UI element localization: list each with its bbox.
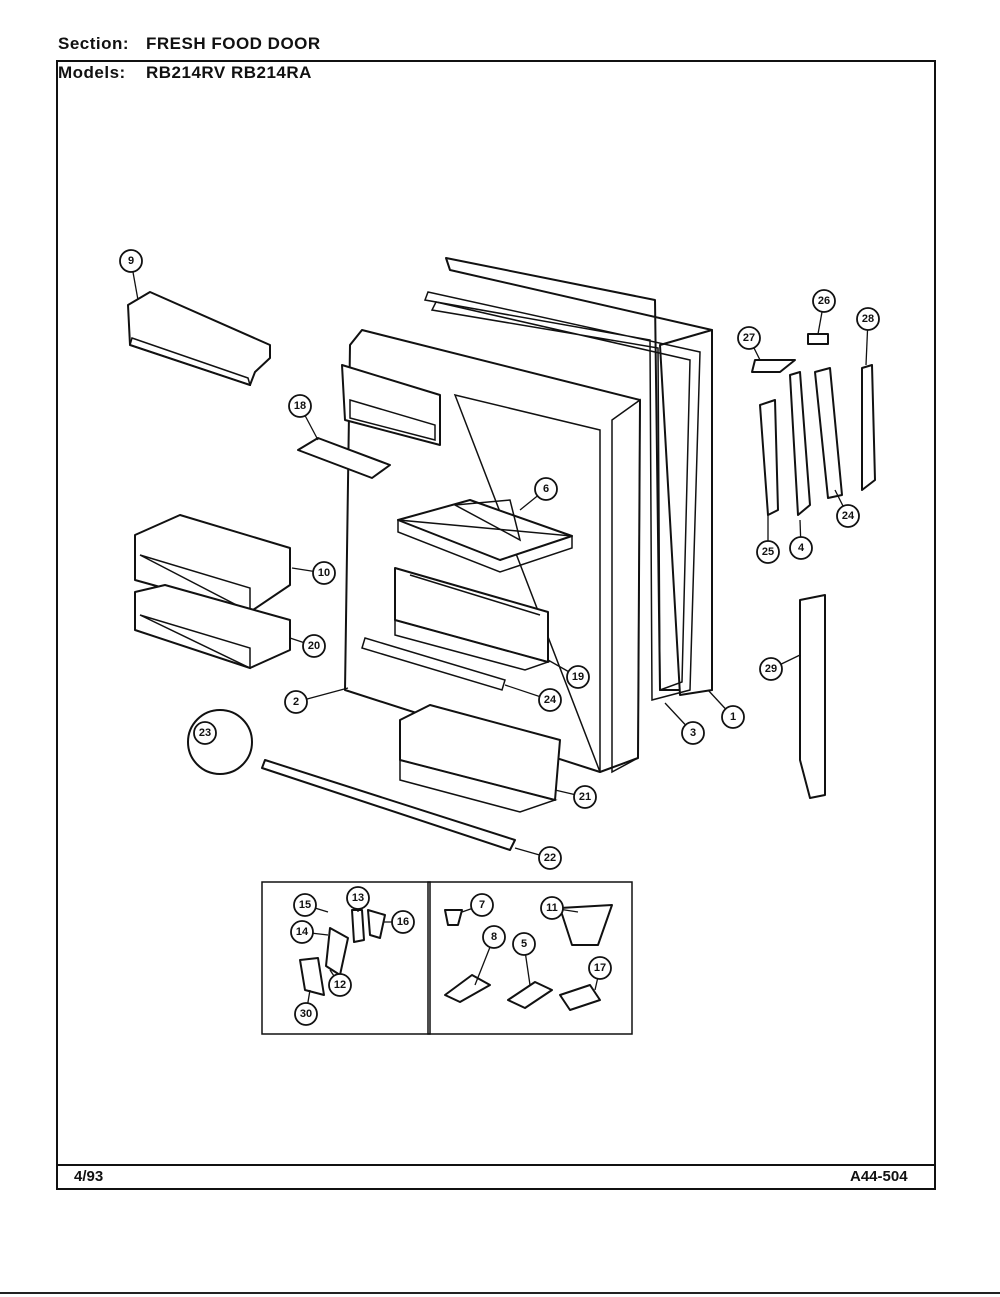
models-value: RB214RV RB214RA xyxy=(146,63,312,82)
callout-number: 19 xyxy=(572,671,584,683)
callout-number: 13 xyxy=(352,892,364,904)
callout-number: 4 xyxy=(798,542,805,554)
dairy-compartment-door xyxy=(127,291,271,387)
callout-number: 24 xyxy=(544,694,557,706)
callout-21: 21 xyxy=(573,785,597,809)
callout-11: 11 xyxy=(540,896,564,920)
callout-number: 3 xyxy=(690,727,696,739)
callout-number: 2 xyxy=(293,696,299,708)
callout-number: 9 xyxy=(128,255,134,267)
callout-number: 26 xyxy=(818,295,830,307)
callout-30: 30 xyxy=(294,1002,318,1026)
callout-number: 7 xyxy=(479,899,485,911)
callout-18: 18 xyxy=(288,394,312,418)
callout-24: 24 xyxy=(538,688,562,712)
callout-number: 22 xyxy=(544,852,556,864)
callout-number: 8 xyxy=(491,931,497,943)
egg-tray xyxy=(397,499,573,573)
door-gasket xyxy=(423,291,701,701)
section-value: FRESH FOOD DOOR xyxy=(146,34,321,53)
door-stop-parts xyxy=(751,333,876,516)
diagram-frame xyxy=(56,60,936,1190)
callout-number: 14 xyxy=(296,926,309,938)
callout-16: 16 xyxy=(391,910,415,934)
callout-number: 23 xyxy=(199,727,211,739)
callout-number: 24 xyxy=(842,510,855,522)
callout-number: 28 xyxy=(862,313,874,325)
callout-10: 10 xyxy=(312,561,336,585)
inset-parts xyxy=(299,904,613,1011)
door-handle xyxy=(799,594,826,799)
callout-number: 15 xyxy=(299,899,311,911)
callout-6: 6 xyxy=(534,477,558,501)
callout-5: 5 xyxy=(512,932,536,956)
footer-diagram-code: A44-504 xyxy=(850,1168,908,1185)
callout-number: 29 xyxy=(765,663,777,675)
callout-26: 26 xyxy=(812,289,836,313)
callout-19: 19 xyxy=(566,665,590,689)
liner-top-shelf xyxy=(341,364,441,446)
callout-25: 25 xyxy=(756,540,780,564)
callout-24: 24 xyxy=(836,504,860,528)
callout-29: 29 xyxy=(759,657,783,681)
callout-14: 14 xyxy=(290,920,314,944)
door-bottom-trim xyxy=(261,759,516,851)
callout-number: 6 xyxy=(543,483,549,495)
callout-number: 5 xyxy=(521,938,527,950)
callout-23: 23 xyxy=(193,721,217,745)
callout-17: 17 xyxy=(588,956,612,980)
callout-7: 7 xyxy=(470,893,494,917)
callout-number: 25 xyxy=(762,546,774,558)
callout-3: 3 xyxy=(681,721,705,745)
callout-number: 18 xyxy=(294,400,306,412)
callout-number: 21 xyxy=(579,791,591,803)
callout-28: 28 xyxy=(856,307,880,331)
door-shelf-middle xyxy=(394,567,551,671)
callout-4: 4 xyxy=(789,536,813,560)
callout-number: 17 xyxy=(594,962,606,974)
callout-number: 1 xyxy=(730,711,736,723)
storage-bin-lower xyxy=(134,584,291,670)
callout-15: 15 xyxy=(293,893,317,917)
callout-number: 12 xyxy=(334,979,346,991)
callout-number: 27 xyxy=(743,332,755,344)
callout-number: 30 xyxy=(300,1008,312,1020)
callout-8: 8 xyxy=(482,925,506,949)
callout-2: 2 xyxy=(284,690,308,714)
models-label: Models: xyxy=(58,63,126,82)
callout-number: 20 xyxy=(308,640,320,652)
models-line: Models: RB214RV RB214RA xyxy=(58,63,312,83)
hinge-parts-inset xyxy=(261,881,431,1035)
callout-13: 13 xyxy=(346,886,370,910)
bracket-parts-inset xyxy=(427,881,633,1035)
callout-9: 9 xyxy=(119,249,143,273)
callout-number: 10 xyxy=(318,567,330,579)
liner-trim-strip xyxy=(361,637,506,691)
callout-20: 20 xyxy=(302,634,326,658)
callout-number: 16 xyxy=(397,916,409,928)
callout-22: 22 xyxy=(538,846,562,870)
callout-1: 1 xyxy=(721,705,745,729)
callout-27: 27 xyxy=(737,326,761,350)
footer-date: 4/93 xyxy=(74,1168,104,1185)
page-bottom-rule xyxy=(0,1292,1000,1294)
callout-12: 12 xyxy=(328,973,352,997)
section-label: Section: xyxy=(58,34,130,53)
footer-divider xyxy=(56,1164,936,1166)
section-line: Section: FRESH FOOD DOOR xyxy=(58,34,321,54)
callout-number: 11 xyxy=(546,902,558,914)
butter-compartment-cover xyxy=(297,437,391,479)
door-shelf-bottom xyxy=(399,704,561,813)
